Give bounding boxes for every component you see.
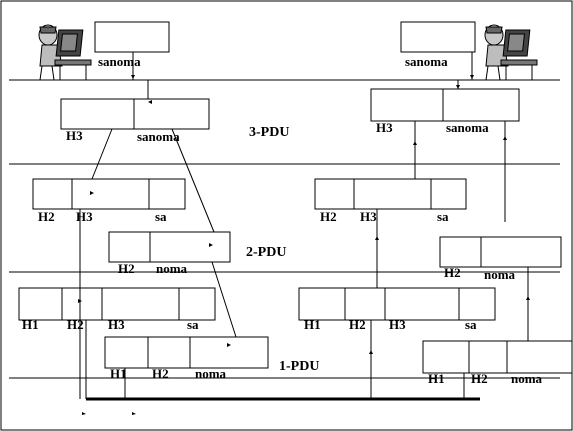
left-2pdu-frame2-payload-label: noma	[156, 261, 188, 276]
left-3pdu-payload-label: sanoma	[137, 129, 180, 144]
layer2-pdu-label: 2-PDU	[246, 245, 287, 260]
left-1pdu-frame2-payload-label: noma	[195, 366, 227, 381]
encapsulation-connectors	[79, 52, 529, 399]
layer3-pdu-label: 3-PDU	[249, 125, 290, 140]
layer3-pdus	[60, 88, 520, 130]
left-1pdu-h2-label: H2	[67, 317, 84, 332]
layer1-pdu-label: 1-PDU	[279, 359, 320, 374]
right-2pdu-frame1	[314, 178, 467, 210]
right-app-payload-label: sanoma	[405, 54, 448, 69]
left-1pdu-frame1	[18, 287, 216, 321]
left-3pdu-header-label: H3	[66, 128, 83, 143]
right-3pdu-box	[370, 88, 520, 122]
layer2-pdus	[32, 178, 562, 268]
right-1pdu-h2-label: H2	[349, 317, 366, 332]
layer1-pdus	[18, 287, 573, 374]
left-1pdu-frame2-h1-label: H1	[110, 366, 127, 381]
right-2pdu-frame2-payload-label: noma	[484, 267, 516, 282]
right-1pdu-payload-label: sa	[465, 317, 477, 332]
right-2pdu-frame2	[439, 236, 562, 268]
right-2pdu-frame2-h2-label: H2	[444, 265, 461, 280]
left-2pdu-h3-label: H3	[76, 209, 93, 224]
direction-markers	[78, 75, 530, 415]
left-app-payload-box	[94, 21, 170, 53]
left-1pdu-h3-label: H3	[108, 317, 125, 332]
right-1pdu-frame2-h2-label: H2	[471, 371, 488, 386]
left-computer-icon	[38, 24, 92, 81]
left-2pdu-frame2-h2-label: H2	[118, 261, 135, 276]
right-1pdu-frame2-payload-label: noma	[511, 371, 543, 386]
left-3pdu-box	[60, 98, 210, 130]
left-2pdu-frame1	[32, 178, 186, 210]
right-1pdu-frame2	[422, 340, 573, 374]
right-1pdu-frame1	[298, 287, 496, 321]
right-app-payload-box	[400, 21, 476, 53]
right-1pdu-h3-label: H3	[389, 317, 406, 332]
right-3pdu-payload-label: sanoma	[446, 120, 489, 135]
right-1pdu-h1-label: H1	[304, 317, 321, 332]
left-1pdu-frame2	[104, 336, 269, 369]
left-1pdu-payload-label: sa	[187, 317, 199, 332]
right-1pdu-frame2-h1-label: H1	[428, 371, 445, 386]
right-2pdu-h3-label: H3	[360, 209, 377, 224]
left-1pdu-h1-label: H1	[22, 317, 39, 332]
layer-boundaries	[9, 79, 560, 379]
right-2pdu-h2-label: H2	[320, 209, 337, 224]
left-app-payload-label: sanoma	[98, 54, 141, 69]
right-2pdu-payload-label: sa	[437, 209, 449, 224]
left-2pdu-frame2	[108, 231, 231, 263]
left-1pdu-frame2-h2-label: H2	[152, 366, 169, 381]
left-2pdu-h2-label: H2	[38, 209, 55, 224]
left-2pdu-payload-label: sa	[155, 209, 167, 224]
right-3pdu-header-label: H3	[376, 120, 393, 135]
right-computer-icon	[484, 24, 538, 81]
